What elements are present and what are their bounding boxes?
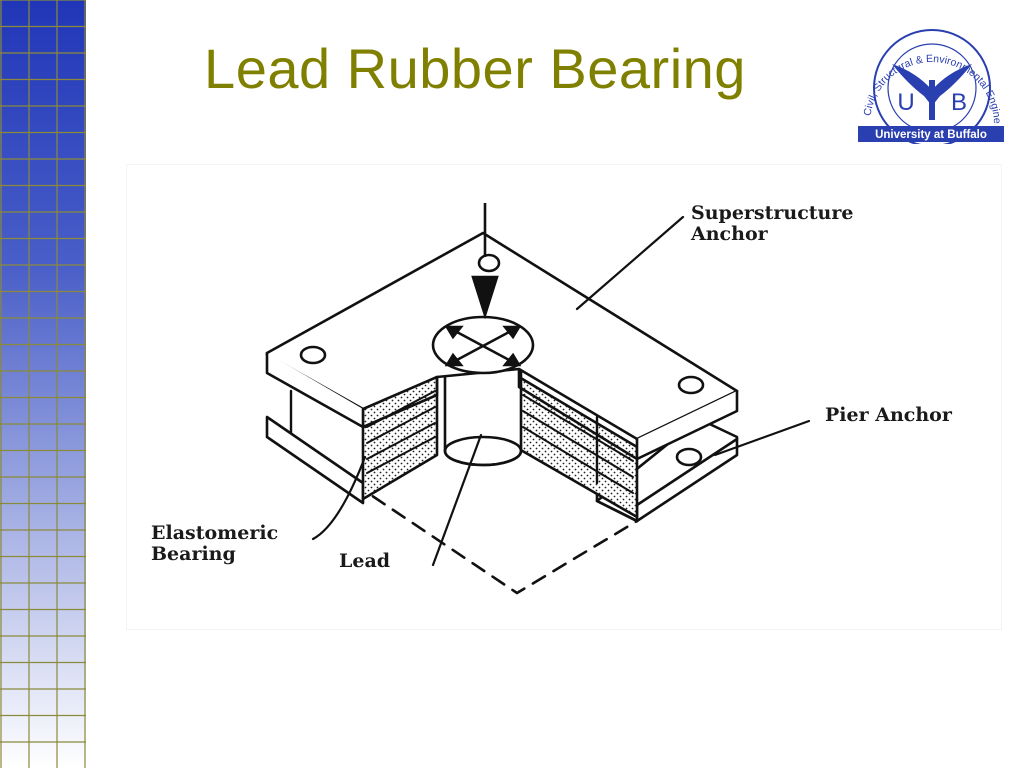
leader-lead <box>431 433 483 567</box>
bearing-drawing <box>265 203 811 595</box>
label-superstructure-anchor: Superstructure Anchor <box>691 203 853 245</box>
label-elastomeric-line2: Bearing <box>151 543 236 565</box>
lead-rubber-bearing-diagram: Superstructure Anchor Pier Anchor Elasto… <box>126 164 1002 630</box>
side-grid-decoration <box>0 0 86 768</box>
anchor-hole <box>299 345 327 365</box>
logo-letter-right: B <box>951 89 967 116</box>
leader-superstructure <box>575 215 685 311</box>
logo-letter-left: U <box>897 89 914 116</box>
pier-plate-left-arm <box>265 415 365 505</box>
label-elastomeric-bearing: Elastomeric Bearing <box>151 523 278 565</box>
lead-core <box>443 361 523 467</box>
lateral-displacement-arrows-icon <box>444 325 522 367</box>
hidden-footprint-edge <box>351 481 639 595</box>
label-elastomeric-line1: Elastomeric <box>151 522 279 544</box>
anchor-hole <box>675 447 703 467</box>
leader-elastomeric <box>311 455 367 541</box>
anchor-hole <box>677 375 705 395</box>
label-lead: Lead <box>339 551 390 572</box>
logo-banner-text: University at Buffalo <box>875 129 987 141</box>
downward-load-arrow-icon <box>471 203 501 320</box>
slide-title: Lead Rubber Bearing <box>204 37 746 100</box>
label-superstructure-line2: Anchor <box>691 223 768 245</box>
ub-logo: Civil, Structural & Environmental Engine… <box>856 22 1004 144</box>
label-pier-anchor: Pier Anchor <box>825 405 952 426</box>
ub-bull-horns-icon <box>892 64 972 120</box>
label-lead-text: Lead <box>339 550 391 572</box>
leader-pier <box>713 419 811 457</box>
label-pier-anchor-text: Pier Anchor <box>825 404 952 426</box>
label-superstructure-line1: Superstructure <box>691 202 854 224</box>
